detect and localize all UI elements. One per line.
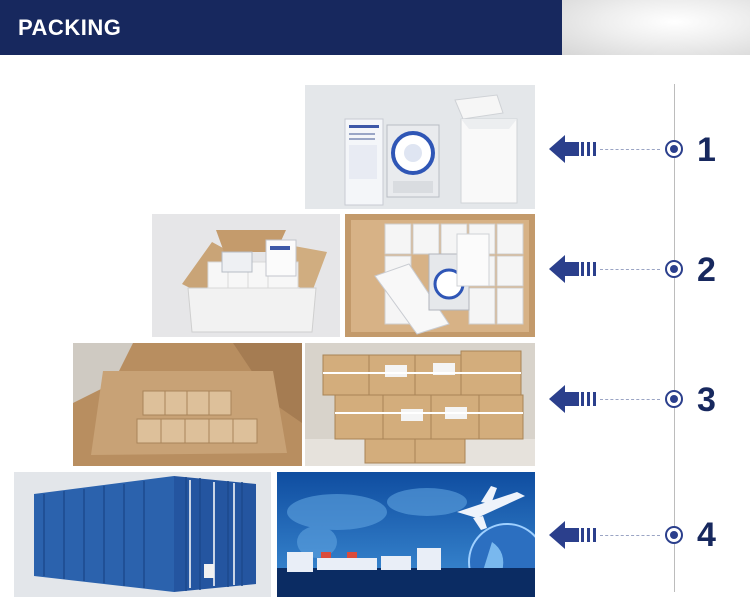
- arrow-left-icon: [549, 135, 596, 163]
- photo-product-with-box: [305, 85, 535, 209]
- connector-line: [600, 269, 660, 270]
- step-number: 2: [697, 251, 716, 289]
- photo-carton-contents: [345, 214, 535, 337]
- step-number: 3: [697, 381, 716, 419]
- step-number: 1: [697, 131, 716, 169]
- photo-inner-cartons: [73, 343, 302, 466]
- photo-stacked-cartons: [305, 343, 535, 466]
- timeline-node: [665, 140, 683, 158]
- header-decoration: [562, 0, 750, 55]
- connector-line: [600, 149, 660, 150]
- photo-logistics-transport: [277, 472, 535, 597]
- timeline-line: [674, 84, 675, 592]
- photo-shipping-container: [14, 472, 271, 597]
- section-header: PACKING: [0, 0, 562, 55]
- timeline-node: [665, 526, 683, 544]
- timeline-node: [665, 390, 683, 408]
- timeline-node: [665, 260, 683, 278]
- arrow-left-icon: [549, 385, 596, 413]
- connector-line: [600, 399, 660, 400]
- step-number: 4: [697, 516, 716, 554]
- arrow-left-icon: [549, 255, 596, 283]
- arrow-left-icon: [549, 521, 596, 549]
- connector-line: [600, 535, 660, 536]
- photo-open-carton: [152, 214, 340, 337]
- section-title: PACKING: [18, 15, 122, 40]
